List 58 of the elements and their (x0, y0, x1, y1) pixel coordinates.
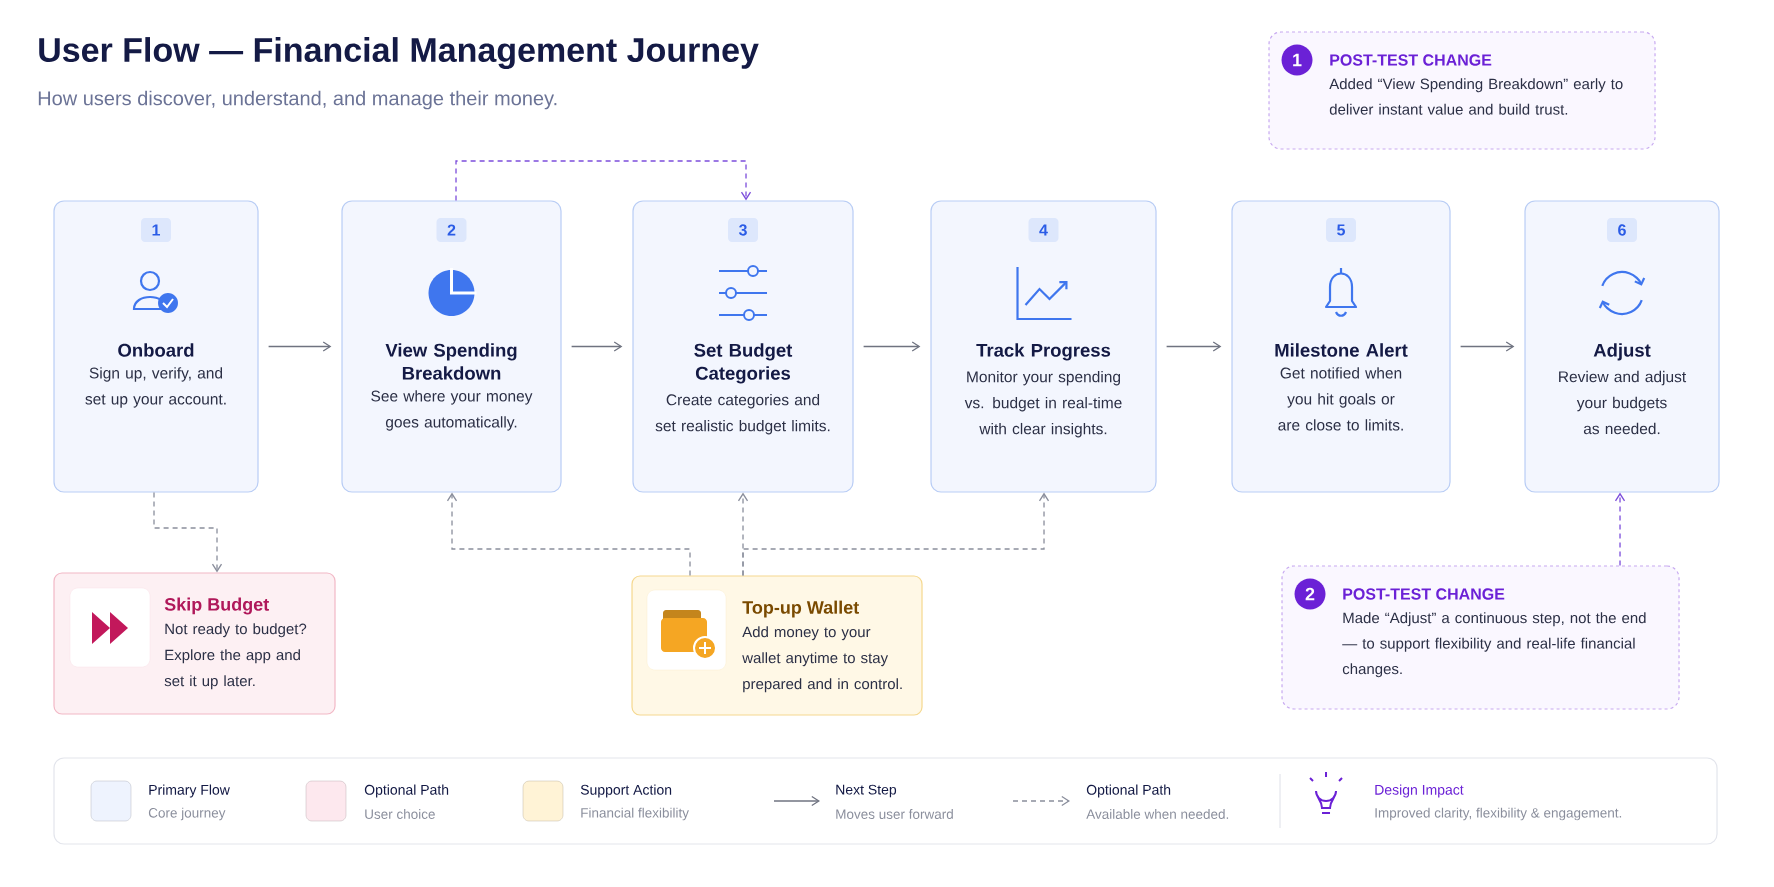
arrow (1165, 341, 1222, 352)
card-description: Add money to your wallet anytime to stay prepared and in control. (742, 626, 902, 693)
title: User Flow — Financial Management Journey (39, 37, 759, 69)
legend-label: Optional Path (1086, 784, 1171, 798)
dashed-arrow (153, 491, 223, 573)
step-title: Milestone Alert (1275, 343, 1408, 357)
legend-label: Support Action (580, 784, 672, 798)
step-description: Monitor your spending vs. budget in real-time with clear insights. (964, 370, 1122, 438)
note-text: Added “View Spending Breakdown” early to deliver instant value and build trust. (1329, 78, 1623, 115)
step-title: Set Budget Categories (694, 343, 793, 384)
arrow (1459, 341, 1515, 352)
step-description: See where your money goes automatically. (371, 390, 533, 431)
step-description: Create categories and set realistic budget limits. (655, 393, 830, 435)
step-card (1524, 200, 1720, 493)
legend-label: Next Step (836, 784, 897, 798)
card-description: Not ready to budget? Explore the app and set it up later. (164, 623, 307, 690)
step-title: Track Progress (976, 343, 1111, 361)
step-number-badge: 6 (1607, 218, 1637, 242)
step-number-badge: 5 (1326, 218, 1356, 242)
step-number-badge: 1 (141, 218, 171, 242)
legend-description: Core journey (148, 807, 226, 821)
step-card (341, 200, 562, 493)
step-description: Sign up, verify, and set up your account. (85, 367, 226, 408)
step-number-badge: 2 (436, 218, 467, 242)
note-title: POST-TEST CHANGE (1330, 54, 1492, 66)
step-card (632, 200, 854, 493)
note-text: Made “Adjust” a continuous step, not the end — to support flexibility and real-life financial changes. (1342, 612, 1646, 678)
step-title: View Spending Breakdown (385, 343, 517, 380)
step-description: Get notified when you hit goals or are close to limits. (1278, 367, 1403, 431)
step-title: Adjust (1593, 343, 1651, 361)
arrow (570, 341, 623, 352)
step-card (930, 200, 1157, 493)
step-number-badge: 3 (728, 218, 758, 242)
legend-description: User choice (365, 809, 435, 819)
note-card (1281, 565, 1680, 710)
card-title: Top-up Wallet (742, 600, 859, 618)
step-description: Review and adjust your budgets as needed. (1559, 370, 1687, 435)
legend-description: Improved clarity, flexibility & engagement. (1375, 807, 1622, 821)
dashed-arrow (446, 492, 691, 577)
note-title: POST-TEST CHANGE (1343, 588, 1505, 600)
note-card (1268, 31, 1656, 150)
card-title: Skip Budget (164, 597, 269, 615)
arrow (862, 341, 921, 352)
legend-description: Financial flexibility (581, 807, 689, 821)
legend-label: Design Impact (1375, 784, 1464, 798)
legend-label: Optional Path (364, 784, 449, 798)
dashed-arrow (1614, 492, 1626, 567)
legend-description: Moves user forward (836, 809, 953, 819)
step-card (1231, 200, 1451, 493)
dashed-arrow (455, 160, 752, 202)
subtitle: How users discover, understand, and manage their money. (38, 90, 557, 110)
step-title: Onboard (118, 343, 194, 357)
step-number-badge: 4 (1028, 218, 1059, 242)
step-card (53, 200, 259, 493)
legend-label: Primary Flow (149, 784, 230, 798)
arrow (267, 341, 332, 352)
dashed-arrow (742, 492, 1050, 577)
legend-description: Available when needed. (1086, 809, 1229, 819)
